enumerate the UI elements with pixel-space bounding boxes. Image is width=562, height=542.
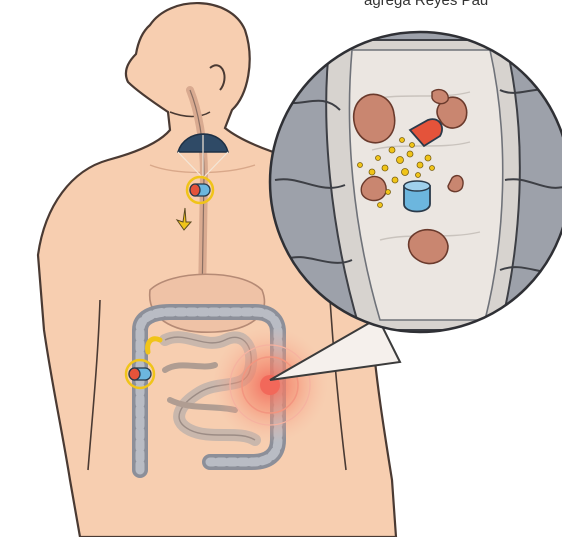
glow-target-icon (212, 327, 328, 443)
stomach (150, 274, 265, 332)
caption-text: agrega Reyes Pau (364, 0, 488, 10)
